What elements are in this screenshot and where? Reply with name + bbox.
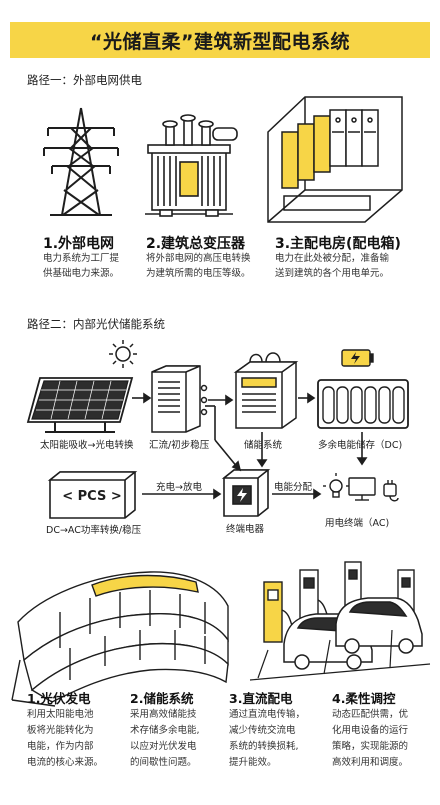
pylon-icon <box>43 107 119 216</box>
bottom-item1-line2: 板将光能转化为 <box>27 725 94 736</box>
pcs-box-text: PCS <box>77 488 107 504</box>
bottom-item4-line1: 动态匹配供需，优 <box>332 709 409 720</box>
path1-item1-desc-line1: 电力系统为工厂提 <box>43 253 120 264</box>
load-label: 用电终端（AC) <box>325 518 390 529</box>
battery-label: 多余电能储存（DC) <box>318 440 403 451</box>
lightbulb-icon <box>323 473 349 498</box>
path2-heading: 路径二：内部光伏储能系统 <box>27 317 165 331</box>
bottom-item1-desc: 利用太阳能电池 板将光能转化为 电能，作为内部 电流的核心来源。 <box>27 707 115 771</box>
battery-bank-icon <box>317 349 409 429</box>
path1-item2-title: 2.建筑总变压器 <box>146 236 246 252</box>
bottom-item1-line3: 电能，作为内部 <box>27 741 94 752</box>
switchgear-room-icon <box>267 96 403 223</box>
bottom-item3-line2: 减少传统交流电 <box>229 725 296 736</box>
bottom-item2-line1: 采用高效储能技 <box>130 709 197 720</box>
charge-label: 充电→放电 <box>156 482 202 493</box>
bottom-item1-line1: 利用太阳能电池 <box>27 709 94 720</box>
path1-heading: 路径一：外部电网供电 <box>27 73 142 87</box>
storage-label: 储能系统 <box>244 440 283 451</box>
path1-item2-desc-line2: 为建筑所需的电压等级。 <box>146 268 251 279</box>
path1-item3-title: 3.主配电房(配电箱) <box>275 236 401 252</box>
path1-item1-title: 1.外部电网 <box>43 236 115 252</box>
bottom-item3-line1: 通过直流电传输， <box>229 709 306 720</box>
solar-panel-icon <box>26 377 134 433</box>
bottom-item2-line2: 术存储多余电能, <box>130 725 200 736</box>
bottom-item4-line4: 高效利用和调度。 <box>332 757 409 768</box>
bottom-item2-title: 2.储能系统 <box>130 691 194 706</box>
combiner-box-icon <box>151 365 208 433</box>
terminal-box-icon <box>221 469 271 517</box>
bottom-item2-line4: 的间歇性问题。 <box>130 757 197 768</box>
sun-icon <box>109 340 137 368</box>
path1-item2-desc-line1: 将外部电网的高压电转换 <box>146 253 251 264</box>
bottom-item3-line3: 系统的转换损耗, <box>229 741 299 752</box>
bottom-item1-title: 1.光伏发电 <box>27 691 91 706</box>
path1-item2-desc: 将外部电网的高压电转换 为建筑所需的电压等级。 <box>146 251 251 281</box>
parking-lines <box>249 629 431 681</box>
pcs-left-chevron: < <box>62 488 78 504</box>
plug-icon <box>383 480 399 502</box>
bottom-item3-desc: 通过直流电传输， 减少传统交流电 系统的转换损耗, 提升能效。 <box>229 707 317 771</box>
pcs-right-chevron: > <box>106 488 122 504</box>
pcs-converter-icon <box>47 471 138 519</box>
bottom-item4-line2: 化用电设备的运行 <box>332 725 409 736</box>
path1-item3-desc-line2: 送到建筑的各个用电单元。 <box>275 268 390 279</box>
path1-item3-desc: 电力在此处被分配，准备输 送到建筑的各个用电单元。 <box>275 251 389 281</box>
path1-item1-desc: 电力系统为工厂提 供基础电力来源。 <box>43 251 119 281</box>
terminal-label: 终端电器 <box>226 524 265 535</box>
car-icon <box>283 597 423 670</box>
transformer-icon <box>145 114 238 217</box>
path1-item1-desc-line2: 供基础电力来源。 <box>43 268 120 279</box>
bottom-item3-title: 3.直流配电 <box>229 691 293 706</box>
bottom-item4-line3: 策略，实现能源的 <box>332 741 409 752</box>
bottom-item3-line4: 提升能效。 <box>229 757 277 768</box>
pcs-label: DC→AC功率转换/稳压 <box>46 525 142 536</box>
bottom-item4-title: 4.柔性调控 <box>332 691 396 706</box>
storage-unit-icon <box>233 352 299 429</box>
distribute-label: 电能分配 <box>274 482 313 493</box>
pcs-box-label: < PCS > <box>60 482 124 510</box>
combiner-label: 汇流/初步稳压 <box>149 440 210 451</box>
bottom-item2-line3: 以应对光伏发电 <box>130 741 197 752</box>
path1-item3-desc-line1: 电力在此处被分配，准备输 <box>275 253 390 264</box>
bottom-item2-desc: 采用高效储能技 术存储多余电能, 以应对光伏发电 的间歇性问题。 <box>130 707 218 771</box>
monitor-icon <box>348 477 376 501</box>
bottom-item1-line4: 电流的核心来源。 <box>27 757 104 768</box>
building-icon <box>11 571 229 707</box>
flow-arrows <box>132 392 368 500</box>
bottom-item4-desc: 动态匹配供需，优 化用电设备的运行 策略，实现能源的 高效利用和调度。 <box>332 707 432 771</box>
solar-label: 太阳能吸收→光电转换 <box>40 440 134 451</box>
page-title: “光储直柔”建筑新型配电系统 <box>10 22 430 58</box>
